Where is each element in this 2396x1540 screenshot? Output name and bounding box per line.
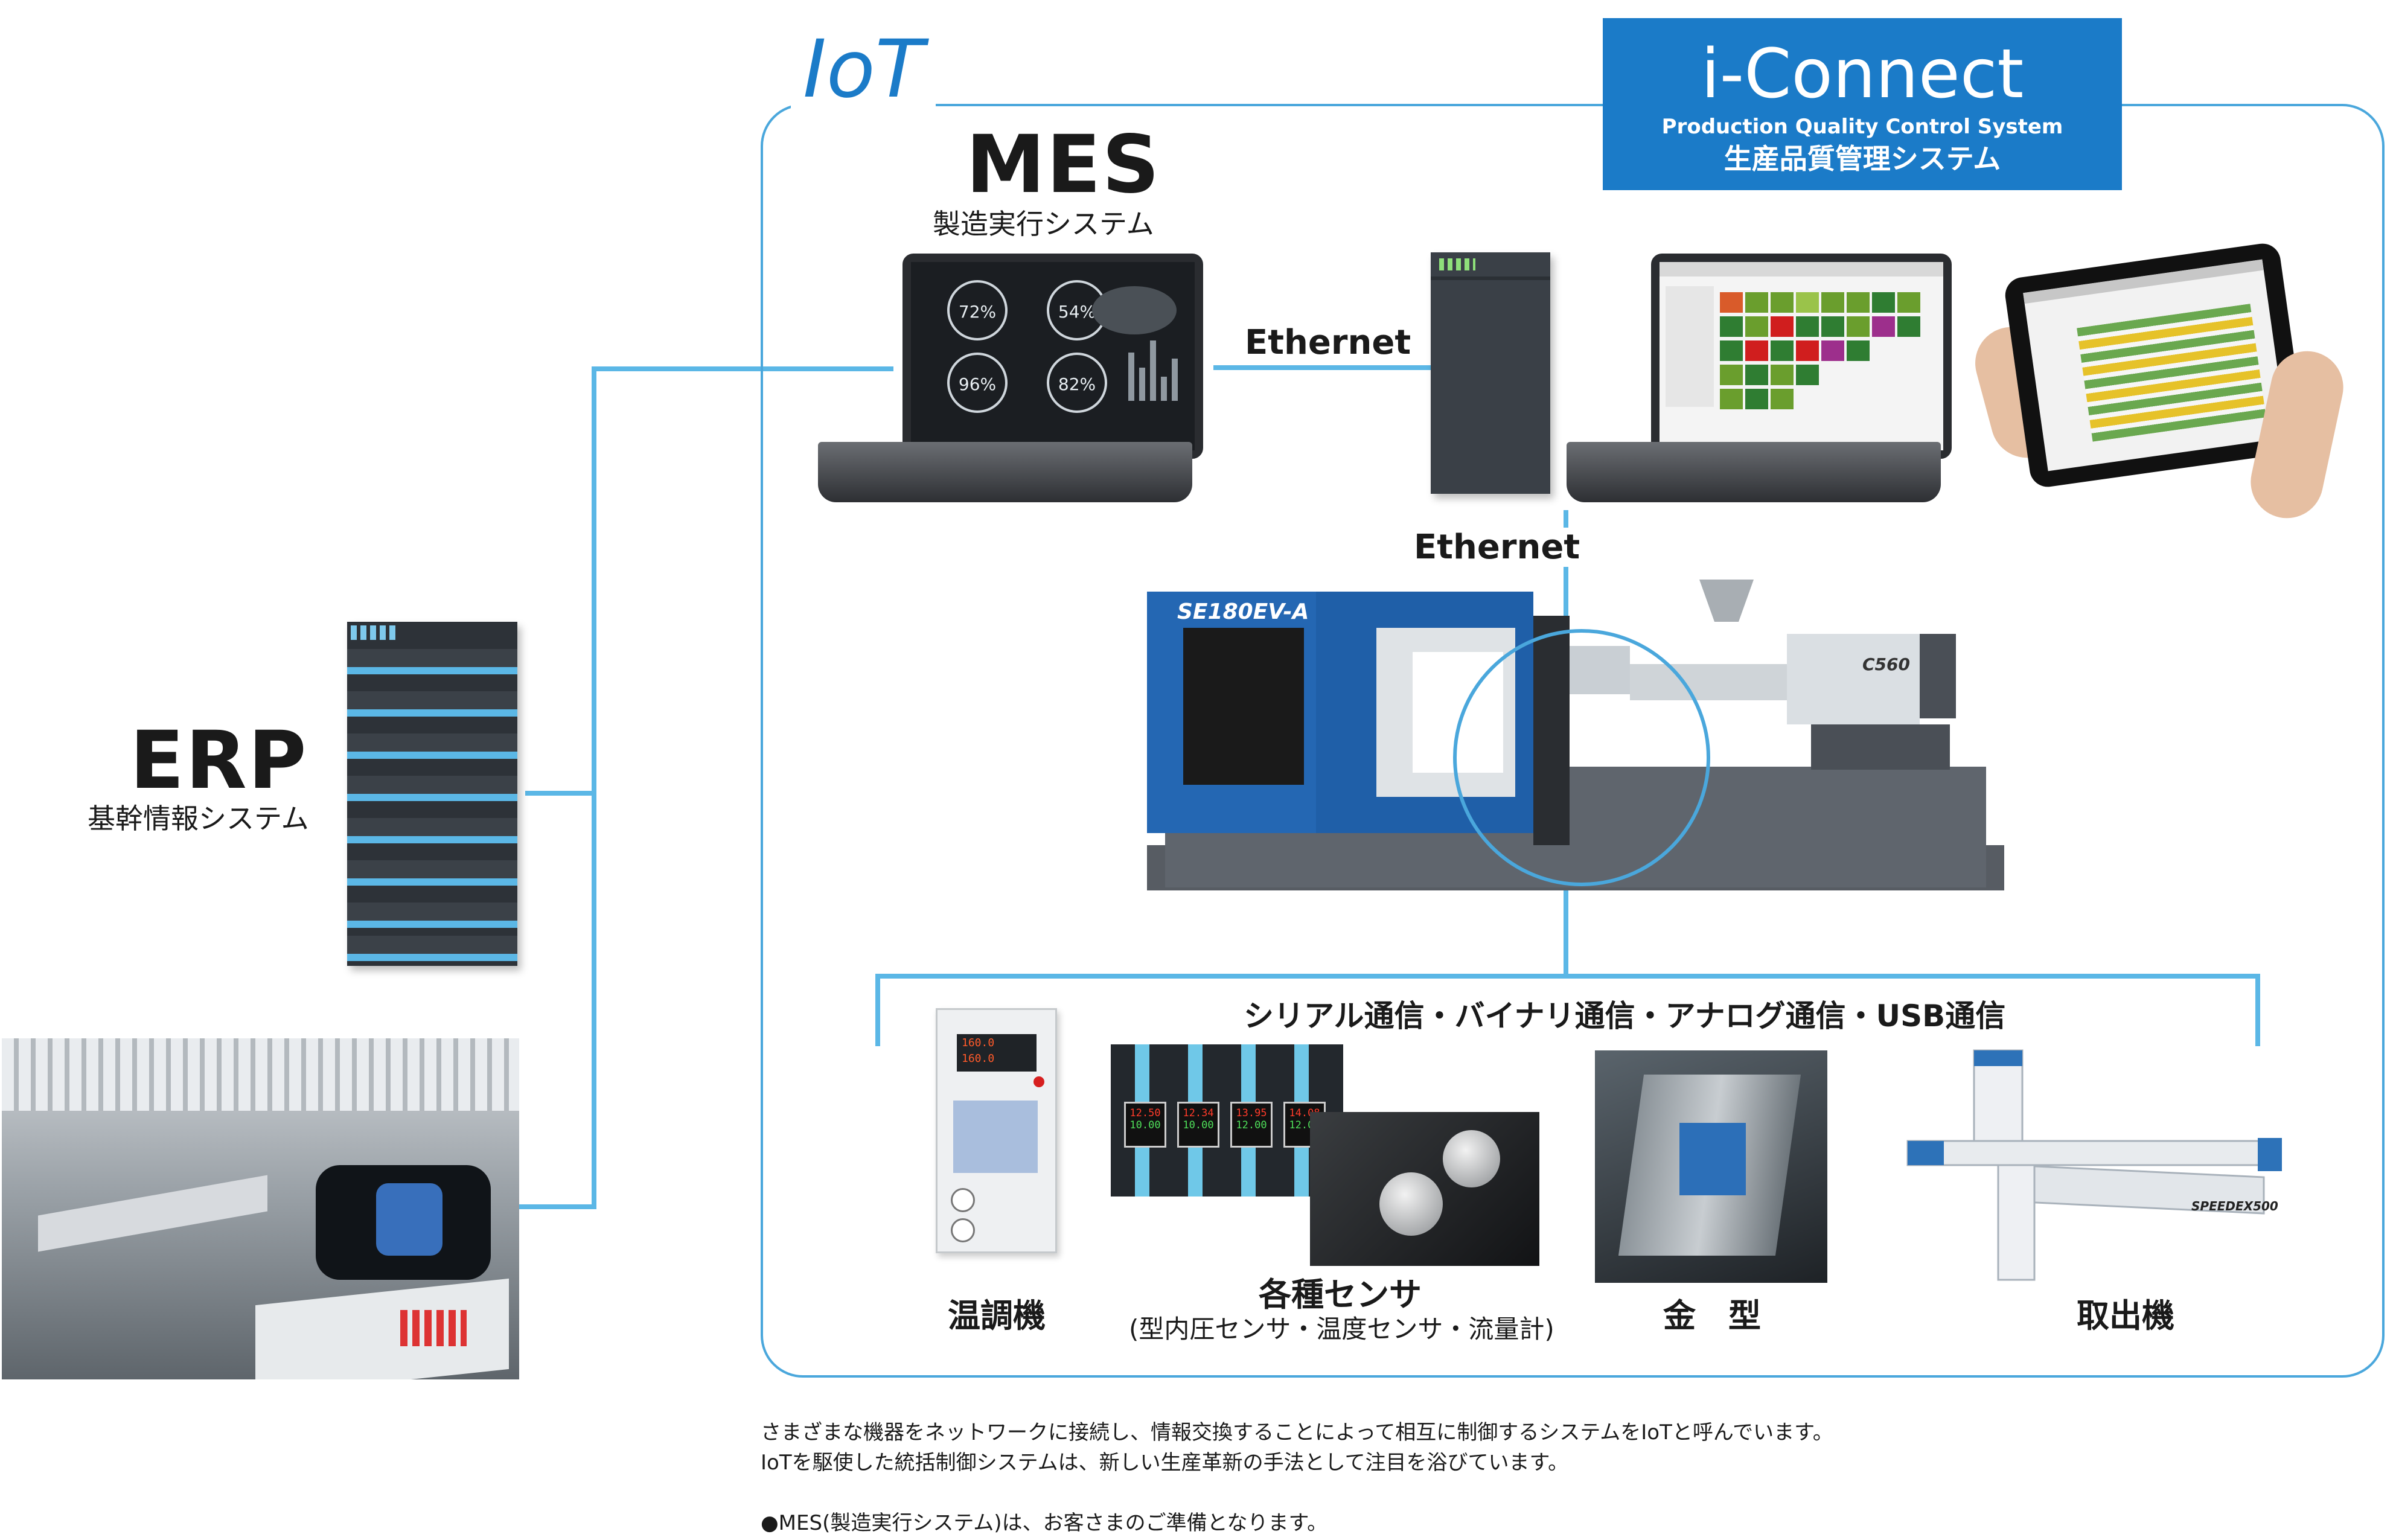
factory-photo xyxy=(2,1038,519,1379)
footer-line2: IoTを駆使した統括制御システムは、新しい生産革新の手法として注目を浴びています… xyxy=(761,1451,1569,1475)
erp-subtitle: 基幹情報システム xyxy=(88,802,309,835)
iconnect-logo: i-Connect xyxy=(1701,35,2024,113)
server-status-lights xyxy=(1439,258,1475,270)
sensor-display-2: 12.34 10.00 xyxy=(1177,1102,1219,1148)
tablet-screen xyxy=(2023,259,2287,471)
mes-title: MES xyxy=(966,118,1161,211)
factory-link xyxy=(519,1204,596,1209)
temp-controller-indicator xyxy=(1033,1076,1044,1087)
pressure-sensor-icon xyxy=(1443,1130,1500,1187)
temp-controller-panel: 160.0 160.0 xyxy=(957,1034,1037,1072)
mold-photo xyxy=(1595,1050,1827,1283)
ethernet-label-vertical: Ethernet xyxy=(1407,528,1588,567)
iconnect-subtitle-en: Production Quality Control System xyxy=(1661,115,2063,139)
iconnect-banner: i-Connect Production Quality Control Sys… xyxy=(1603,18,2122,190)
mes-server-ethernet-link xyxy=(1213,365,1431,370)
iconnect-laptop-base xyxy=(1567,442,1941,502)
peripheral-bus-left-drop xyxy=(875,974,880,1046)
ethernet-label-horizontal: Ethernet xyxy=(1238,323,1419,362)
pressure-gauge-icon xyxy=(951,1188,975,1212)
erp-server-rack xyxy=(347,622,517,966)
control-panel-highlight-circle xyxy=(1453,629,1710,886)
erp-mes-link-horizontal xyxy=(592,366,893,371)
peripheral-bus-horizontal xyxy=(875,974,2260,979)
temp-display-top: 160.0 xyxy=(962,1037,995,1049)
temp-display-bottom: 160.0 xyxy=(962,1052,995,1065)
machine-model-label: SE180EV-A xyxy=(1177,599,1309,624)
iot-title: IoT xyxy=(791,24,936,115)
server-status-lights xyxy=(351,625,399,640)
sensor-display-1: 12.50 10.00 xyxy=(1124,1102,1166,1148)
machine-unit-label: C560 xyxy=(1862,654,1910,674)
injection-molding-machine: SE180EV-A C560 xyxy=(1147,580,2004,890)
erp-server-link xyxy=(525,791,595,796)
pressure-sensor-icon xyxy=(1379,1172,1443,1236)
iconnect-subtitle-ja: 生産品質管理システム xyxy=(1724,142,2001,175)
mes-laptop-base xyxy=(818,442,1192,502)
temperature-controller: 160.0 160.0 xyxy=(936,1008,1057,1253)
footer-note: ●MES(製造実行システム)は、お客さまのご準備となります。 xyxy=(761,1511,1328,1535)
sensor-display-3: 13.95 12.00 xyxy=(1230,1102,1273,1148)
iot-boundary xyxy=(761,104,2385,1378)
gauge-4-value: 82% xyxy=(1058,374,1096,394)
takeout-robot: SPEEDEX500 xyxy=(1906,1049,2282,1281)
quality-grid-graphic xyxy=(1660,262,1943,450)
mold-label: 金 型 xyxy=(1663,1297,1761,1335)
robot-label: 取出機 xyxy=(2077,1297,2174,1335)
gauge-2-value: 54% xyxy=(1058,302,1096,322)
gauge-3-value: 96% xyxy=(959,374,996,394)
sensors-label: 各種センサ xyxy=(1259,1276,1422,1314)
dashboard-graphic: 72% 54% 96% 82% xyxy=(911,262,1195,450)
mes-laptop-screen: 72% 54% 96% 82% xyxy=(902,254,1203,459)
erp-title: ERP xyxy=(130,714,308,807)
erp-trunk-vertical xyxy=(592,366,596,1209)
mes-subtitle: 製造実行システム xyxy=(933,208,1154,240)
iconnect-laptop-screen xyxy=(1651,254,1952,459)
sensors-detail: (型内圧センサ・温度センサ・流量計) xyxy=(1129,1314,1554,1344)
pressure-sensor-photo xyxy=(1310,1112,1539,1266)
pressure-gauge-icon xyxy=(951,1218,975,1242)
footer-line1: さまざまな機器をネットワークに接続し、情報交換することによって相互に制御するシス… xyxy=(761,1420,1833,1445)
sensor-panel-photo: 12.50 10.00 12.34 10.00 13.95 12.00 14.0… xyxy=(1111,1044,1343,1197)
temp-controller-label: 温調機 xyxy=(948,1297,1046,1335)
iconnect-server xyxy=(1431,252,1550,494)
robot-model-label: SPEEDEX500 xyxy=(2191,1199,2278,1213)
peripheral-bus-right-drop xyxy=(2255,974,2260,1046)
gauge-1-value: 72% xyxy=(959,302,996,322)
communication-label: シリアル通信・バイナリ通信・アナログ通信・USB通信 xyxy=(1244,998,2006,1034)
